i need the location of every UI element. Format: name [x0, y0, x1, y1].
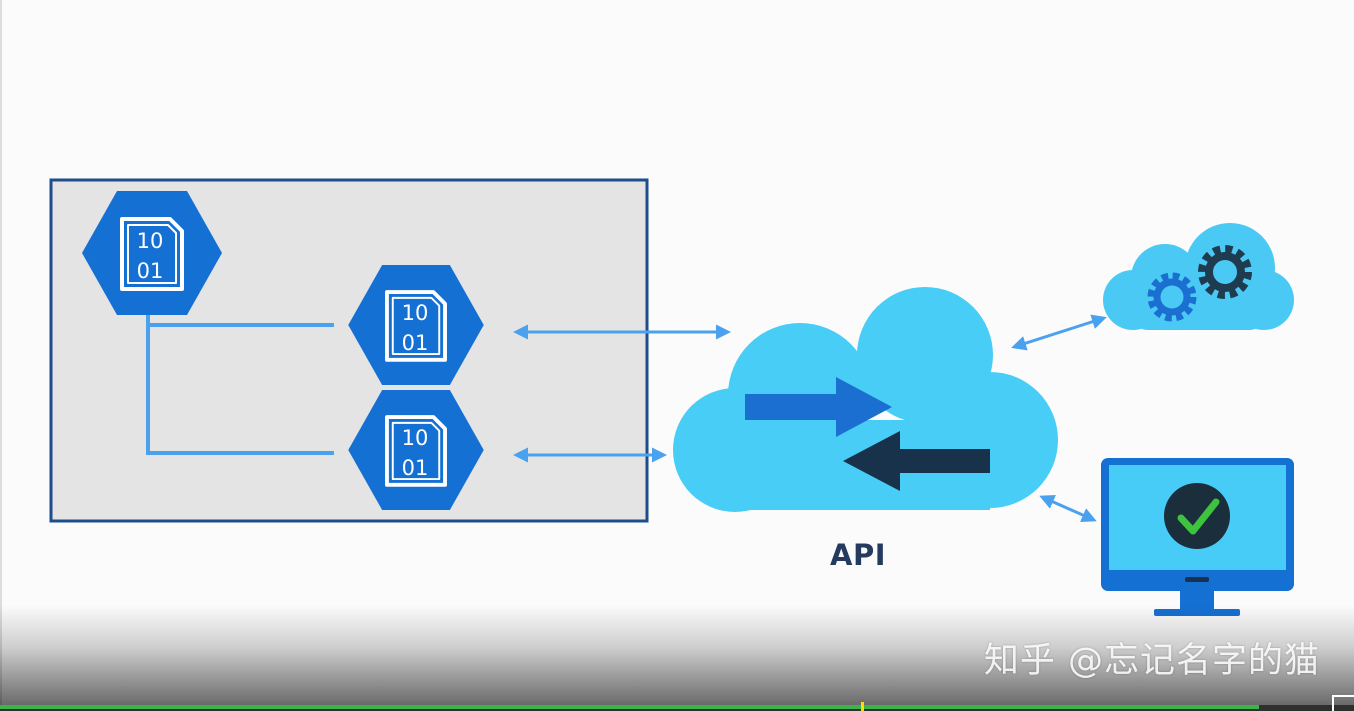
- api-label: API: [830, 538, 886, 572]
- frame-edge: [0, 0, 2, 711]
- binary-node-main: 10 01: [82, 191, 222, 315]
- response-arrow-icon: [843, 431, 990, 491]
- video-bottom-gradient: [0, 605, 1354, 711]
- watermark-text: 知乎 @忘记名字的猫: [983, 641, 1320, 681]
- double-arrow-client: [1039, 494, 1097, 523]
- node-text-line1: 10: [402, 301, 429, 325]
- fullscreen-icon[interactable]: [1332, 695, 1354, 711]
- node-text-line2: 01: [402, 456, 429, 480]
- node-text-line1: 10: [137, 229, 164, 253]
- cloud-services-icon: [1103, 223, 1294, 330]
- node-text-line2: 01: [137, 259, 164, 283]
- node-text-line1: 10: [402, 426, 429, 450]
- gear-icon: [1198, 245, 1252, 299]
- request-arrow-icon: [745, 377, 892, 437]
- double-arrow-services: [1011, 314, 1107, 351]
- gear-icon: [1147, 272, 1197, 322]
- binary-node-upper: 10 01: [348, 265, 484, 385]
- connector-line-lower: [146, 313, 334, 455]
- node-text-line2: 01: [402, 331, 429, 355]
- video-progress-handle[interactable]: [861, 702, 864, 711]
- check-circle-icon: [1164, 483, 1230, 549]
- check-mark-icon: [1177, 498, 1220, 535]
- video-progress-bar[interactable]: [0, 702, 1354, 711]
- binary-node-lower: 10 01: [348, 390, 484, 510]
- video-progress-played: [0, 705, 1260, 709]
